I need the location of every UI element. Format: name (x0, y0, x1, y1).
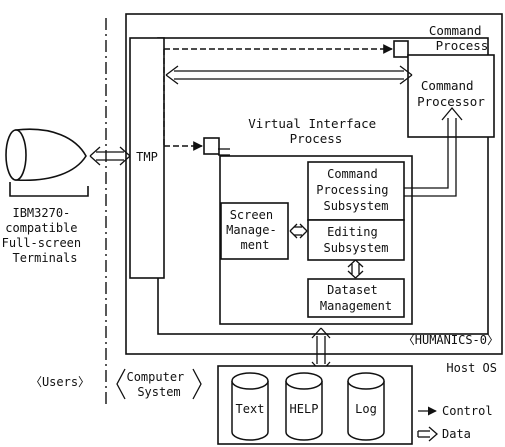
users-label: 〈Users〉 (30, 375, 90, 389)
tmp-label: TMP (136, 150, 158, 164)
terminal-icon (6, 129, 88, 196)
legend-control-label: Control (442, 404, 493, 418)
computer-system-right-bracket (193, 369, 201, 399)
legend-data-label: Data (442, 427, 471, 441)
computer-system-left-bracket (117, 369, 125, 399)
virtual-interface-connector (204, 138, 219, 154)
dataset-log-label: Log (355, 402, 377, 416)
command-process-label: Command Process (429, 23, 489, 53)
host-os-label: Host OS (446, 361, 497, 375)
humanics-label: 〈HUMANICS-0〉 (403, 333, 499, 347)
dataset-help-label: HELP (290, 402, 319, 416)
command-processor-label: Command Processor (417, 78, 485, 109)
terminals-label: IBM3270- compatible Full-screen Terminal… (2, 206, 89, 265)
legend-data-arrow (418, 427, 437, 441)
dataset-text-label: Text (236, 402, 265, 416)
data-arrow-terminal-tmp (90, 147, 130, 165)
computer-system-label: Computer System (126, 370, 191, 399)
command-processing-subsystem-label: Command Processing Subsystem (316, 167, 395, 213)
command-process-connector (394, 41, 408, 57)
